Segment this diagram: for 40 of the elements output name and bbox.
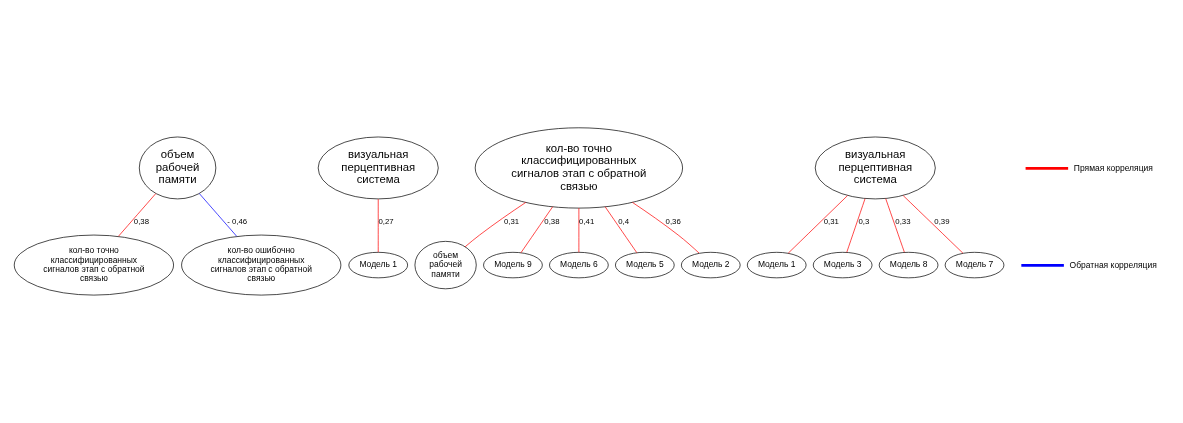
edge-label: 0,36 — [665, 216, 681, 226]
edge-label: 0,39 — [934, 216, 950, 226]
node-ellipse: Модель 6 — [549, 251, 609, 279]
node-ellipse: Модель 1 — [348, 251, 408, 279]
node-ellipse: Модель 9 — [483, 251, 543, 279]
node-ellipse: Модель 8 — [878, 251, 939, 279]
node-ellipse: кол-во точно классифицированных сигналов этап с обратной связью — [13, 234, 174, 296]
node-ellipse: кол-во точно классифицированных сигналов этап с обратной связью — [474, 127, 683, 209]
node-ellipse: Модель 3 — [812, 251, 873, 279]
edge-label: 0,27 — [378, 216, 394, 226]
node-ellipse: Модель 5 — [615, 251, 675, 279]
edge-label: 0,31 — [503, 216, 520, 226]
edge-label: 0,4 — [618, 216, 629, 226]
node-ellipse: Модель 7 — [944, 251, 1005, 279]
node-ellipse: кол-во ошибочно классифицированных сигналов этап с обратной связью — [181, 234, 342, 296]
edge-label: 0,41 — [579, 216, 595, 226]
node-ellipse: визуальная перцептивная система — [317, 136, 439, 200]
edge-label: - 0,46 — [227, 216, 248, 226]
connector — [464, 202, 527, 248]
edge-label: 0,38 — [544, 216, 560, 226]
legend-label: Обратная корреляция — [1069, 259, 1157, 270]
connector — [520, 206, 553, 254]
connector — [787, 195, 848, 254]
edge-label: 0,3 — [858, 216, 870, 226]
connector — [902, 195, 964, 254]
edge-label: 0,33 — [895, 216, 911, 226]
node-ellipse: визуальная перцептивная система — [814, 136, 936, 200]
legend-label: Прямая корреляция — [1073, 162, 1153, 173]
node-ellipse: Модель 1 — [746, 251, 807, 279]
node-ellipse: объем рабочей памяти — [414, 241, 477, 290]
node-ellipse: Модель 2 — [681, 251, 741, 279]
connector — [118, 193, 157, 237]
connector — [199, 193, 237, 237]
edge-label: 0,31 — [823, 216, 839, 226]
connector — [885, 198, 905, 253]
connector — [632, 202, 700, 254]
node-ellipse: объем рабочей памяти — [138, 136, 217, 200]
edge-label: 0,38 — [133, 216, 149, 226]
connector — [846, 198, 866, 253]
connector — [604, 206, 638, 254]
